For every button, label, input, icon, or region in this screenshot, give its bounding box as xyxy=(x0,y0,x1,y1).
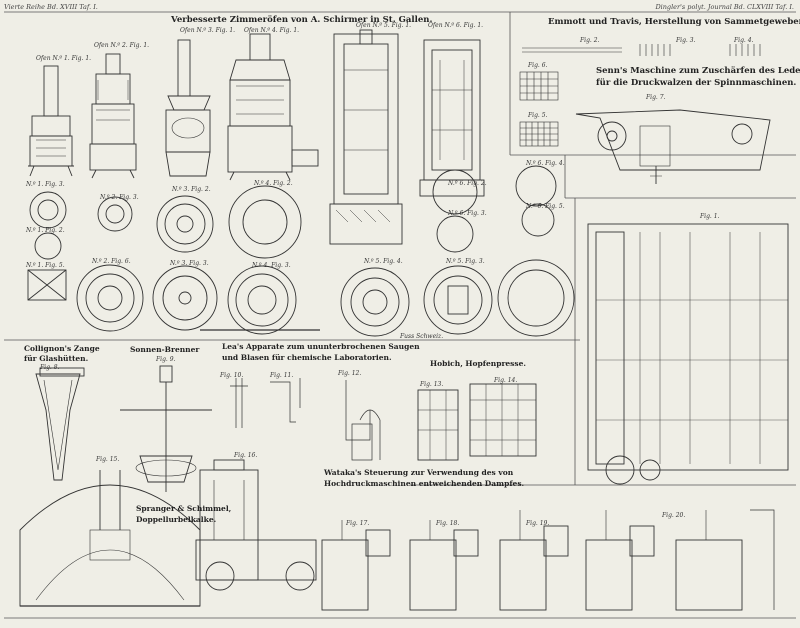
frame-lines xyxy=(4,11,796,619)
label-fig4e: Fig. 4. xyxy=(734,37,754,44)
title-lab-1: Lea's Apparate zum ununterbrochenen Saug… xyxy=(222,342,420,351)
label-n3f2: N.º 3. Fig. 2. xyxy=(172,186,211,193)
title-leather-1: Senn's Maschine zum Zuschärfen des Leder… xyxy=(596,66,800,76)
label-ofen6: Ofen N.º 6. Fig. 1. xyxy=(428,22,484,29)
label-ofen2: Ofen N.º 2. Fig. 1. xyxy=(94,42,150,49)
lab-apparatus xyxy=(230,378,381,461)
label-n5f4: N.º 5. Fig. 4. xyxy=(364,258,403,265)
leather-machine xyxy=(575,109,771,184)
title-leather-2: für die Druckwalzen der Spinnmaschinen. xyxy=(596,78,797,88)
label-n6f2: N.º 6. Fig. 2. xyxy=(448,180,487,187)
hop-press xyxy=(417,383,537,461)
steam-cylinders xyxy=(321,509,775,611)
glass-tongs xyxy=(35,367,85,481)
label-fig13: Fig. 13. xyxy=(420,381,444,388)
stove-5-section xyxy=(329,29,403,245)
title-lab-2: und Blasen für chemische Laboratorien. xyxy=(222,353,392,362)
label-fig7s: Fig. 7. xyxy=(646,94,666,101)
label-n1f5: N.º 1. Fig. 5. xyxy=(26,262,65,269)
label-fig8: Fig. 8. xyxy=(40,364,60,371)
label-n4f3: N.º 4. Fig. 3. xyxy=(252,262,291,269)
title-engine-1: Spranger & Schimmel, xyxy=(136,504,232,513)
label-scale: Fuss Schweiz. xyxy=(400,333,444,340)
title-engine-2: Doppellurbelkalke. xyxy=(136,515,217,524)
title-valve-1: Wataka's Steuerung zur Verwendung des vo… xyxy=(324,468,514,477)
label-fig17: Fig. 17. xyxy=(346,520,370,527)
label-n1f2: N.º 1. Fig. 2. xyxy=(26,227,65,234)
stove-4-elevation xyxy=(227,33,319,181)
label-n3f3: N.º 3. Fig. 3. xyxy=(170,260,209,267)
stove-2-elevation xyxy=(89,53,137,179)
title-hop-press: Hobich, Hopfenpresse. xyxy=(430,359,527,368)
label-n6f3: N.º 6. Fig. 3. xyxy=(448,210,487,217)
label-n6f5: N.º 6. Fig. 5. xyxy=(526,203,565,210)
stove-1-elevation xyxy=(28,65,74,177)
label-n2f6: N.º 2. Fig. 6. xyxy=(92,258,131,265)
roller-machine xyxy=(587,223,789,485)
glass-furnace xyxy=(19,470,201,607)
label-fig16: Fig. 16. xyxy=(234,452,258,459)
label-ofen4: Ofen N.º 4. Fig. 1. xyxy=(244,27,300,34)
label-fig2e: Fig. 2. xyxy=(580,37,600,44)
stove-3-elevation xyxy=(165,39,211,177)
label-n6f4: N.º 6. Fig. 4. xyxy=(526,160,565,167)
label-ofen5: Ofen N.º 5. Fig. 1. xyxy=(356,22,412,29)
label-fig14: Fig. 14. xyxy=(494,377,518,384)
label-fig9: Fig. 9. xyxy=(156,356,176,363)
title-velvet: Emmott und Travis, Herstellung von Samme… xyxy=(548,17,800,27)
stove-plans xyxy=(27,165,575,337)
title-valve-2: Hochdruckmaschinen entweichenden Dampfes… xyxy=(324,479,525,488)
label-fig10: Fig. 10. xyxy=(220,372,244,379)
label-n5f3: N.º 5. Fig. 3. xyxy=(446,258,485,265)
label-fig3e: Fig. 3. xyxy=(676,37,696,44)
label-n4f2: N.º 4. Fig. 2. xyxy=(254,180,293,187)
label-fig11: Fig. 11. xyxy=(270,372,294,379)
title-solar-burner: Sonnen-Brenner xyxy=(130,345,200,354)
plate-header-left: Vierte Reihe Bd. XVIII Taf. I. xyxy=(4,3,98,11)
label-n1f3: N.º 1. Fig. 3. xyxy=(26,181,65,188)
title-tongs-2: für Glashütten. xyxy=(24,354,89,363)
title-stoves: Verbesserte Zimmeröfen von A. Schirmer i… xyxy=(171,15,433,25)
label-fig1e: Fig. 1. xyxy=(700,213,720,220)
twin-engine xyxy=(195,459,317,591)
title-tongs-1: Collignon's Zange xyxy=(24,344,100,353)
solar-burner xyxy=(120,365,212,492)
label-n2f3: N.º 2. Fig. 3. xyxy=(100,194,139,201)
label-fig20: Fig. 20. xyxy=(662,512,686,519)
stove-6-section xyxy=(419,39,485,197)
label-fig15: Fig. 15. xyxy=(96,456,120,463)
label-fig18: Fig. 18. xyxy=(436,520,460,527)
label-fig12: Fig. 12. xyxy=(338,370,362,377)
plate-header-right: Dingler's polyt. Journal Bd. CLXVIII Taf… xyxy=(655,3,794,11)
label-fig19: Fig. 19. xyxy=(526,520,550,527)
label-fig5e: Fig. 5. xyxy=(528,112,548,119)
velvet-diagrams xyxy=(519,44,761,147)
label-ofen1: Ofen N.º 1. Fig. 1. xyxy=(36,55,92,62)
label-ofen3: Ofen N.º 3. Fig. 1. xyxy=(180,27,236,34)
label-fig6e: Fig. 6. xyxy=(528,62,548,69)
